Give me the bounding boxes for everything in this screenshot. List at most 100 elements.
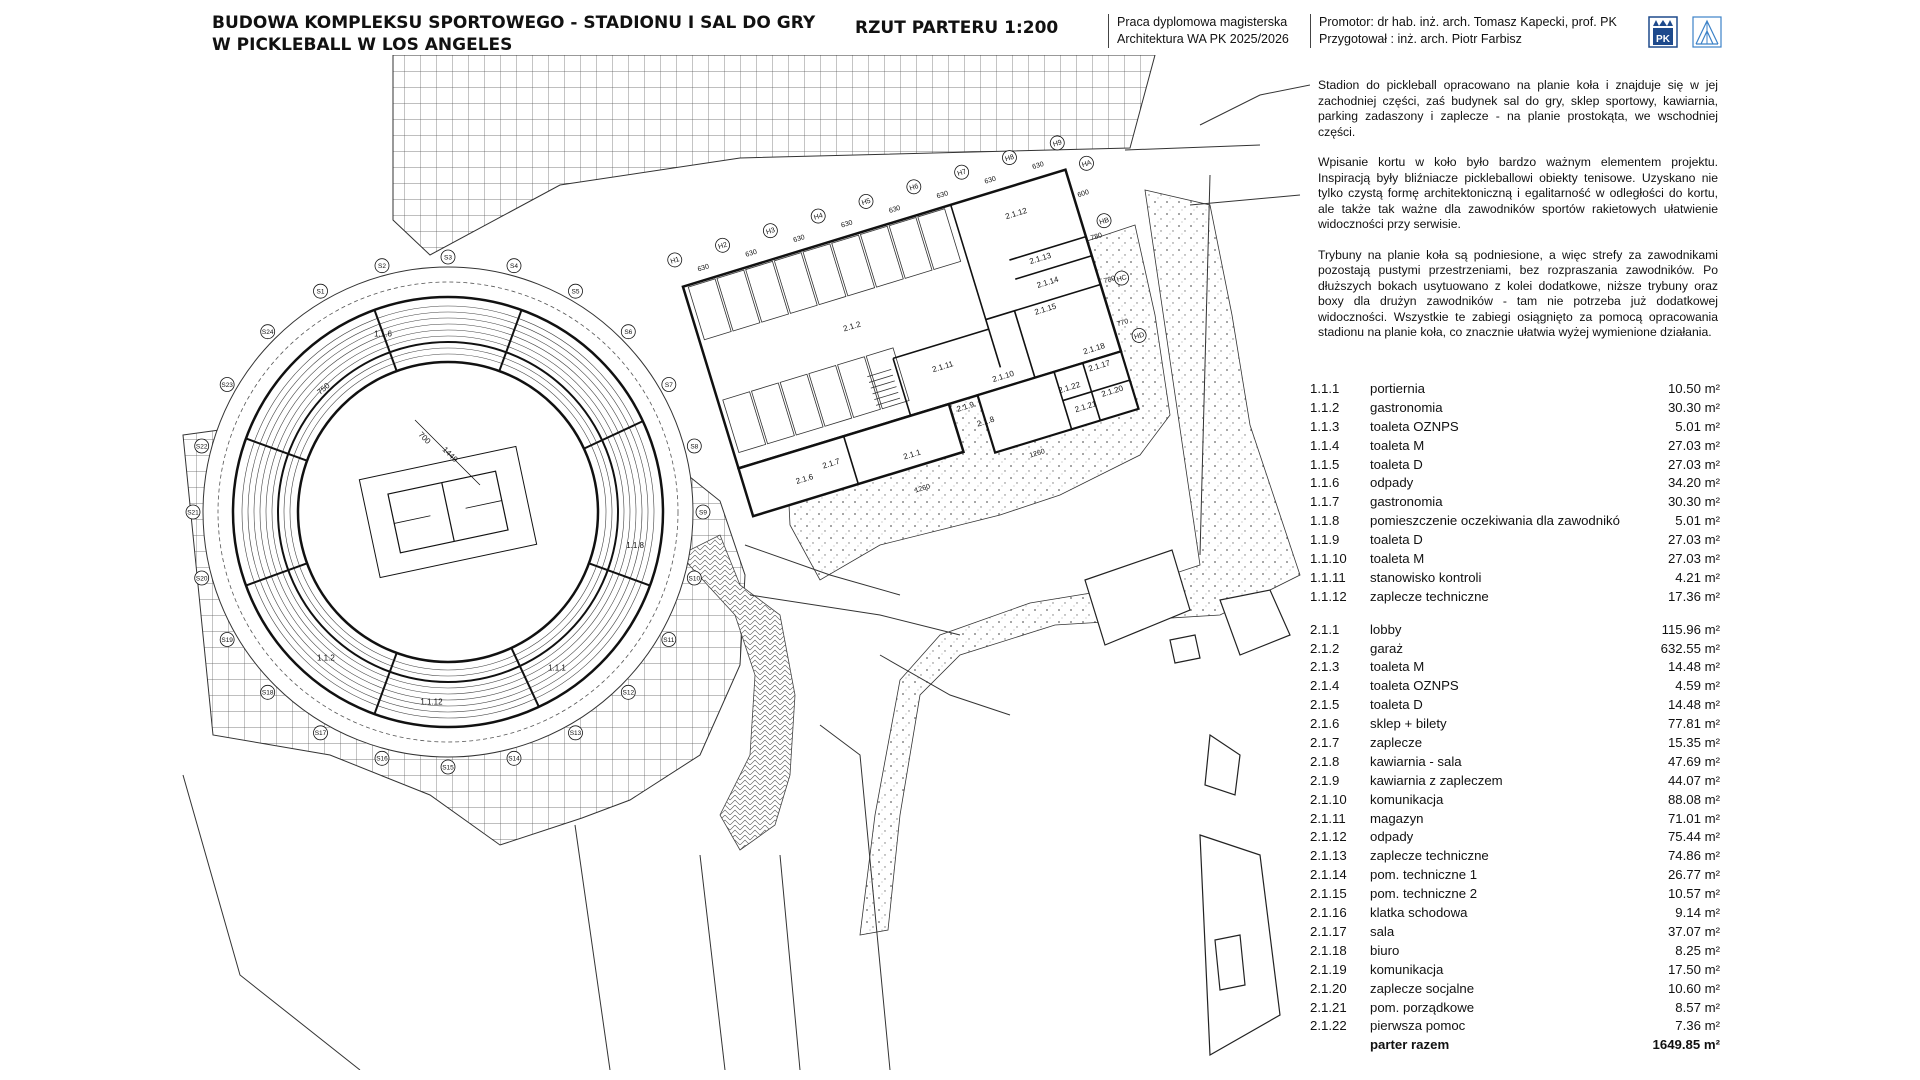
axis-label: H9 <box>1052 139 1063 148</box>
parking-bays <box>687 208 962 454</box>
room-area: 74.86 m² <box>1667 848 1720 864</box>
room-area: 4.21 m² <box>1675 569 1720 585</box>
axis-marker-icon <box>810 208 826 224</box>
north-plaza-grid <box>392 55 1156 256</box>
column-marker-icon <box>620 684 636 700</box>
description-paragraph-3: Trybuny na planie koła są podniesione, a… <box>1318 247 1718 340</box>
axis-label: HB <box>1099 217 1111 227</box>
parking-bay <box>837 356 881 418</box>
room-area: 10.60 m² <box>1667 980 1720 996</box>
room-area: 47.69 m² <box>1667 753 1720 769</box>
dimension-label: 1260 <box>914 483 931 494</box>
room-area: 1649.85 m² <box>1652 1037 1720 1053</box>
room-name: toaleta M <box>1370 437 1425 453</box>
column-label: S24 <box>262 329 274 336</box>
hall-building: 2.1.122.1.132.1.142.1.152.1.22.1.112.1.1… <box>667 135 1147 518</box>
axis-marker-icon <box>762 223 778 239</box>
room-name: parter razem <box>1370 1037 1450 1053</box>
parking-bay <box>779 373 824 436</box>
column-marker-icon <box>661 632 677 647</box>
room-number: 1.1.9 <box>1310 532 1340 548</box>
room-number: 2.1.22 <box>1310 1018 1347 1034</box>
description-paragraph-2: Wpisanie kortu w koło było bardzo ważnym… <box>1318 155 1718 231</box>
room-name: stanowisko kontroli <box>1370 569 1482 585</box>
room-number: 1.1.7 <box>1310 494 1340 510</box>
parking-bay <box>745 260 790 323</box>
room-name: toaleta D <box>1370 697 1423 713</box>
room-name: kawiarnia z zapleczem <box>1370 772 1503 788</box>
room-area: 14.48 m² <box>1667 659 1720 675</box>
hall-partitions <box>842 204 1131 485</box>
room-number: 2.1.21 <box>1310 999 1347 1015</box>
stadium-room-label: 1.1.12 <box>420 697 443 706</box>
room-number: 2.1.20 <box>1310 980 1347 996</box>
radial-wall <box>245 562 308 587</box>
room-number: 2.1.16 <box>1310 905 1347 921</box>
room-area: 75.44 m² <box>1667 829 1720 845</box>
room-area: 5.01 m² <box>1675 418 1720 434</box>
room-area: 27.03 m² <box>1667 532 1720 548</box>
column-label: S5 <box>572 288 580 295</box>
column-label: S14 <box>508 756 520 763</box>
parking-bay <box>802 243 847 306</box>
room-area: 27.03 m² <box>1667 551 1720 567</box>
total-row: parter razem 1649.85 m² <box>1310 1036 1720 1055</box>
parking-bay <box>716 269 761 332</box>
site-lines <box>182 84 1310 1070</box>
parking-bay <box>808 364 853 427</box>
stadium-room-row: 1.1.9 toaleta D 27.03 m² <box>1310 531 1720 550</box>
radial-wall <box>498 309 523 372</box>
column-label: S7 <box>665 382 673 389</box>
dimension-label: 780 <box>1103 275 1116 285</box>
room-name: zaplecze techniczne <box>1370 588 1489 604</box>
room-area: 10.50 m² <box>1667 381 1720 396</box>
radial-wall <box>510 647 540 708</box>
hall-stairs <box>867 369 901 406</box>
dimension-label: 1260 <box>1029 448 1046 459</box>
dimension-label: 780 <box>1090 232 1103 242</box>
stand-row <box>283 347 613 677</box>
axis-marker-icon <box>906 179 922 195</box>
schedule-gap <box>1310 607 1720 621</box>
column-marker-icon <box>568 283 583 299</box>
room-name: toaleta D <box>1370 532 1423 548</box>
room-name: kawiarnia - sala <box>1370 753 1462 769</box>
column-label: S2 <box>378 263 386 270</box>
column-label: S12 <box>623 690 635 697</box>
room-area: 30.30 m² <box>1667 494 1720 510</box>
room-name: portiernia <box>1370 381 1425 396</box>
dimension-label: 630 <box>745 249 758 259</box>
room-number: 2.1.18 <box>1310 942 1347 958</box>
room-number: 1.1.3 <box>1310 418 1340 434</box>
room-name: komunikacja <box>1370 791 1444 807</box>
room-area: 17.50 m² <box>1667 961 1720 977</box>
parking-bay <box>687 278 732 341</box>
room-name: odpady <box>1370 829 1414 845</box>
column-marker-icon <box>695 504 711 520</box>
stadium: S1S2S3S4S5S6S7S8S9S10S11S12S13S14S15S16S… <box>185 249 711 775</box>
room-area: 7.36 m² <box>1675 1018 1720 1034</box>
room-number: 2.1.9 <box>1310 772 1340 788</box>
stand-rows <box>241 305 655 719</box>
pickleball-court <box>358 445 538 579</box>
axis-marker-icon <box>1131 328 1147 343</box>
room-name: pom. techniczne 2 <box>1370 886 1478 902</box>
column-marker-icon <box>313 725 328 741</box>
dimension-label: 630 <box>984 176 997 186</box>
column-marker-icon <box>506 750 522 766</box>
room-name: toaleta M <box>1370 659 1425 675</box>
parking-bay <box>831 234 876 297</box>
ground-floor-plan: 2.1.122.1.132.1.142.1.152.1.22.1.112.1.1… <box>182 55 1310 1070</box>
axis-label: H7 <box>957 168 968 177</box>
room-area: 71.01 m² <box>1667 810 1720 826</box>
room-name: sala <box>1370 923 1395 939</box>
room-number: 1.1.5 <box>1310 456 1340 472</box>
stadium-room-label: 1.1.6 <box>374 329 392 338</box>
